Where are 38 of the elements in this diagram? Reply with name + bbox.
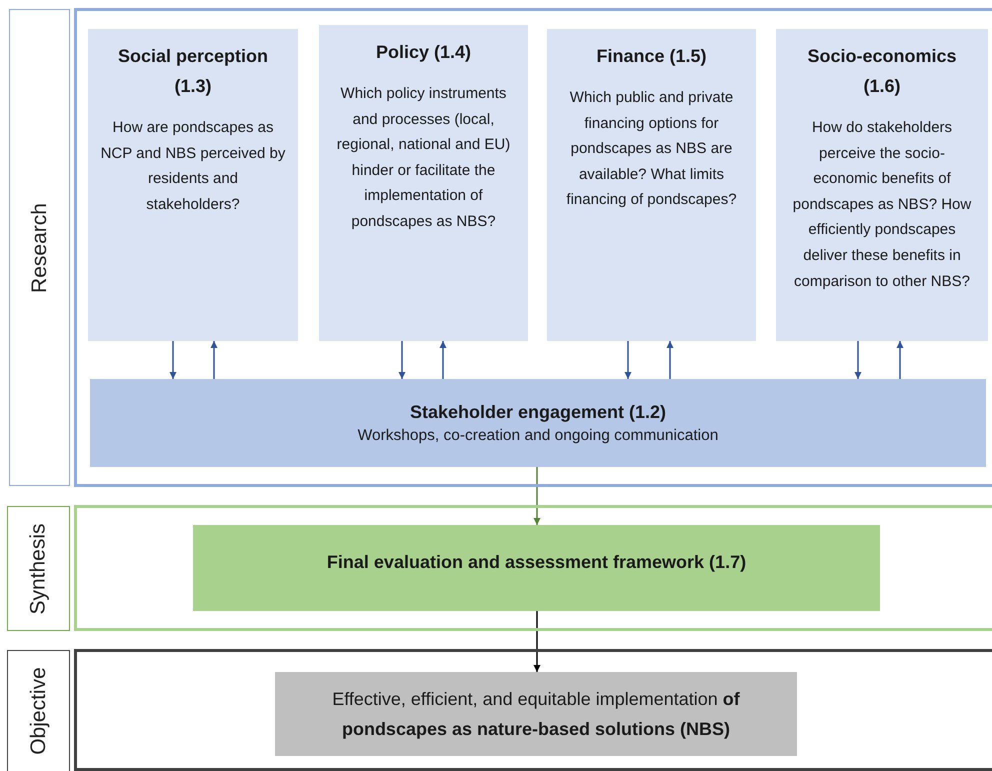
arrow [398,341,406,379]
box-text: How are pondscapes as NCP and NBS perceived by residents and stakeholders? [100,118,286,215]
arrow [854,341,862,379]
section-panel [74,505,992,631]
box-text: Which policy instruments and processes (local, regional, national and EU) hinder or facilitate the implementation of pondscapes as NBS? [336,84,512,232]
arrow [896,341,904,379]
box-text: How do stakeholders perceive the socio-economic benefits of pondscapes as NBS? How efficiently pondscapes deliver these benefits in comparison to other NBS? [792,118,972,292]
arrow [170,341,176,379]
arrow [440,341,446,379]
research-box [776,29,988,341]
section-label [9,9,70,486]
arrow [666,341,674,379]
section-label [7,650,70,771]
section-panel [74,8,992,487]
arrow [534,467,540,525]
box-heading: Social perception (1.3) [116,45,270,98]
engagement-box [90,379,986,467]
arrow [624,341,632,379]
box-heading: Finance (1.5) [596,45,707,68]
section-label [7,506,70,631]
box-heading: Socio-economics (1.6) [806,45,958,98]
research-box [547,29,756,341]
arrow [534,611,540,672]
section-title: Synthesis [26,522,50,614]
box-text: Workshops, co-creation and ongoing communication [358,426,718,446]
box-heading: Stakeholder engagement (1.2) [410,401,666,424]
framework-box [193,525,880,611]
box-text: Which public and private financing options for pondscapes as NBS are available? What limits financing of pondscapes? [565,88,738,210]
box-text: Effective, efficient, and equitable implementation of pondscapes as nature-based solutions (NBS) [331,688,741,741]
box-heading: Final evaluation and assessment framework (1.7) [326,552,746,572]
objective-box [275,672,797,756]
research-box [88,29,298,341]
section-panel [74,649,992,771]
arrow [210,341,218,379]
section-title: Research [28,202,52,292]
research-box [319,25,528,341]
section-title: Objective [26,667,50,755]
box-heading: Policy (1.4) [376,41,472,64]
